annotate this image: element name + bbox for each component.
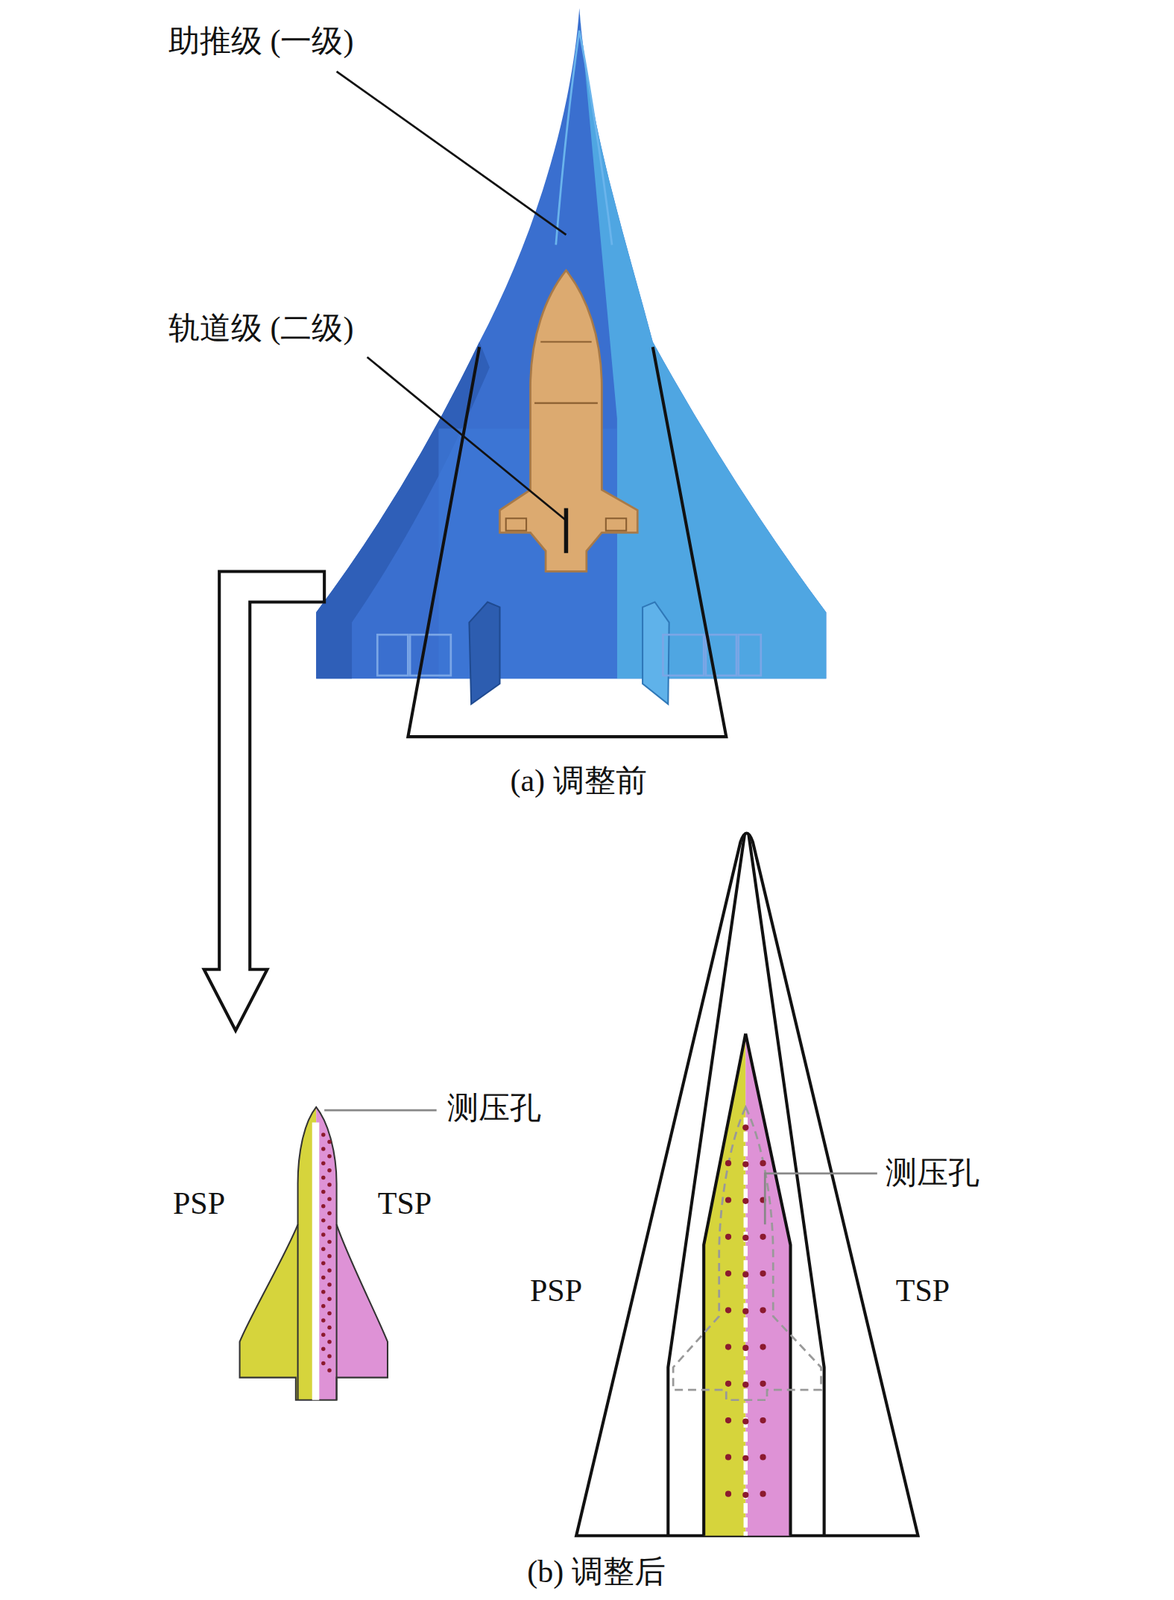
pressure-tap — [725, 1343, 732, 1350]
pressure-tap — [327, 1196, 331, 1201]
booster-outline — [576, 832, 918, 1535]
coating-label: TSP — [895, 1272, 950, 1309]
callout-label: 测压孔 — [885, 1154, 980, 1191]
pressure-tap — [725, 1306, 732, 1313]
subfigure-caption: (a) 调整前 — [509, 762, 647, 799]
pressure-tap — [725, 1159, 732, 1166]
pressure-tap — [327, 1239, 331, 1244]
leader-line — [324, 1109, 437, 1112]
pressure-tap — [327, 1296, 331, 1301]
pressure-tap — [321, 1132, 325, 1136]
pressure-taps — [321, 1132, 332, 1373]
pressure-tap — [321, 1189, 325, 1194]
pressure-tap — [742, 1160, 749, 1167]
pressure-tap — [321, 1317, 325, 1322]
pressure-tap — [327, 1168, 331, 1172]
pressure-tap — [321, 1175, 325, 1180]
hollow-arrow — [204, 570, 325, 1031]
pressure-tap — [327, 1282, 331, 1286]
pressure-tap — [327, 1153, 331, 1158]
pressure-tap — [327, 1253, 331, 1258]
booster-fin — [642, 601, 670, 704]
pressure-tap — [725, 1380, 732, 1387]
pressure-tap — [742, 1417, 749, 1424]
pressure-tap — [759, 1416, 766, 1423]
coating-label: TSP — [377, 1185, 432, 1221]
pressure-tap — [759, 1306, 766, 1313]
pressure-tap — [759, 1453, 766, 1460]
pressure-tap — [327, 1311, 331, 1315]
pressure-tap — [327, 1211, 331, 1215]
pressure-tap — [725, 1416, 732, 1423]
pressure-tap — [759, 1233, 766, 1240]
pressure-tap — [742, 1234, 749, 1241]
pressure-tap — [742, 1270, 749, 1277]
pressure-tap — [759, 1343, 766, 1350]
pressure-tap — [725, 1270, 732, 1277]
pressure-tap — [321, 1146, 325, 1151]
pressure-tap — [321, 1203, 325, 1208]
leader-line — [336, 71, 567, 235]
part-label: 助推级 (一级) — [168, 23, 354, 59]
orbiter-body — [500, 270, 639, 572]
part-label: 轨道级 (二级) — [168, 310, 354, 346]
pressure-tap — [742, 1344, 749, 1351]
pressure-tap — [321, 1232, 325, 1236]
pressure-taps — [725, 1124, 767, 1498]
pressure-tap — [725, 1453, 732, 1460]
coating-label: PSP — [172, 1185, 226, 1221]
callout-label: 测压孔 — [447, 1089, 542, 1126]
booster-fin — [468, 601, 500, 704]
center-line — [743, 1117, 748, 1536]
pressure-tap — [321, 1332, 325, 1336]
subfigure-caption: (b) 调整后 — [526, 1553, 665, 1590]
pressure-tap — [725, 1490, 732, 1497]
pressure-tap — [327, 1225, 331, 1230]
pressure-tap — [321, 1217, 325, 1222]
pressure-tap — [321, 1361, 325, 1365]
orbiter-dashed-outline — [673, 1106, 821, 1400]
booster-body — [316, 8, 826, 679]
inner-outline — [667, 834, 824, 1536]
pressure-tap — [321, 1303, 325, 1308]
pressure-tap — [327, 1267, 331, 1272]
booster-nose-ridge — [556, 30, 612, 245]
orbiter-details — [506, 341, 627, 530]
pressure-tap — [742, 1491, 749, 1498]
pressure-tap — [327, 1182, 331, 1186]
pressure-tap — [725, 1196, 732, 1203]
psp-strip — [703, 1033, 746, 1535]
pressure-tap — [327, 1353, 331, 1358]
leader-line — [367, 357, 567, 521]
pressure-tap — [321, 1246, 325, 1251]
pressure-tap — [742, 1197, 749, 1204]
coating-label: PSP — [529, 1272, 583, 1309]
pressure-tap — [321, 1289, 325, 1294]
pressure-tap — [742, 1308, 749, 1315]
pressure-tap — [321, 1160, 325, 1165]
pressure-tap — [321, 1346, 325, 1351]
pressure-tap — [327, 1325, 331, 1330]
pressure-tap — [327, 1139, 331, 1144]
pressure-tap — [725, 1233, 732, 1240]
pressure-tap — [321, 1261, 325, 1265]
booster-hatches — [377, 634, 762, 676]
pressure-tap — [742, 1381, 749, 1388]
selection-outline — [407, 346, 727, 737]
leader-line — [764, 1173, 878, 1224]
pressure-tap — [321, 1275, 325, 1280]
pressure-tap — [327, 1367, 331, 1372]
pressure-tap — [759, 1159, 766, 1166]
orbiter-tail — [564, 508, 568, 554]
pressure-tap — [742, 1124, 749, 1131]
pressure-tap — [742, 1455, 749, 1461]
pressure-tap — [759, 1270, 766, 1277]
small-shuttle — [240, 1106, 388, 1400]
pressure-tap — [759, 1380, 766, 1387]
pressure-tap — [327, 1339, 331, 1344]
pressure-tap — [759, 1490, 766, 1497]
tsp-strip — [745, 1033, 791, 1535]
